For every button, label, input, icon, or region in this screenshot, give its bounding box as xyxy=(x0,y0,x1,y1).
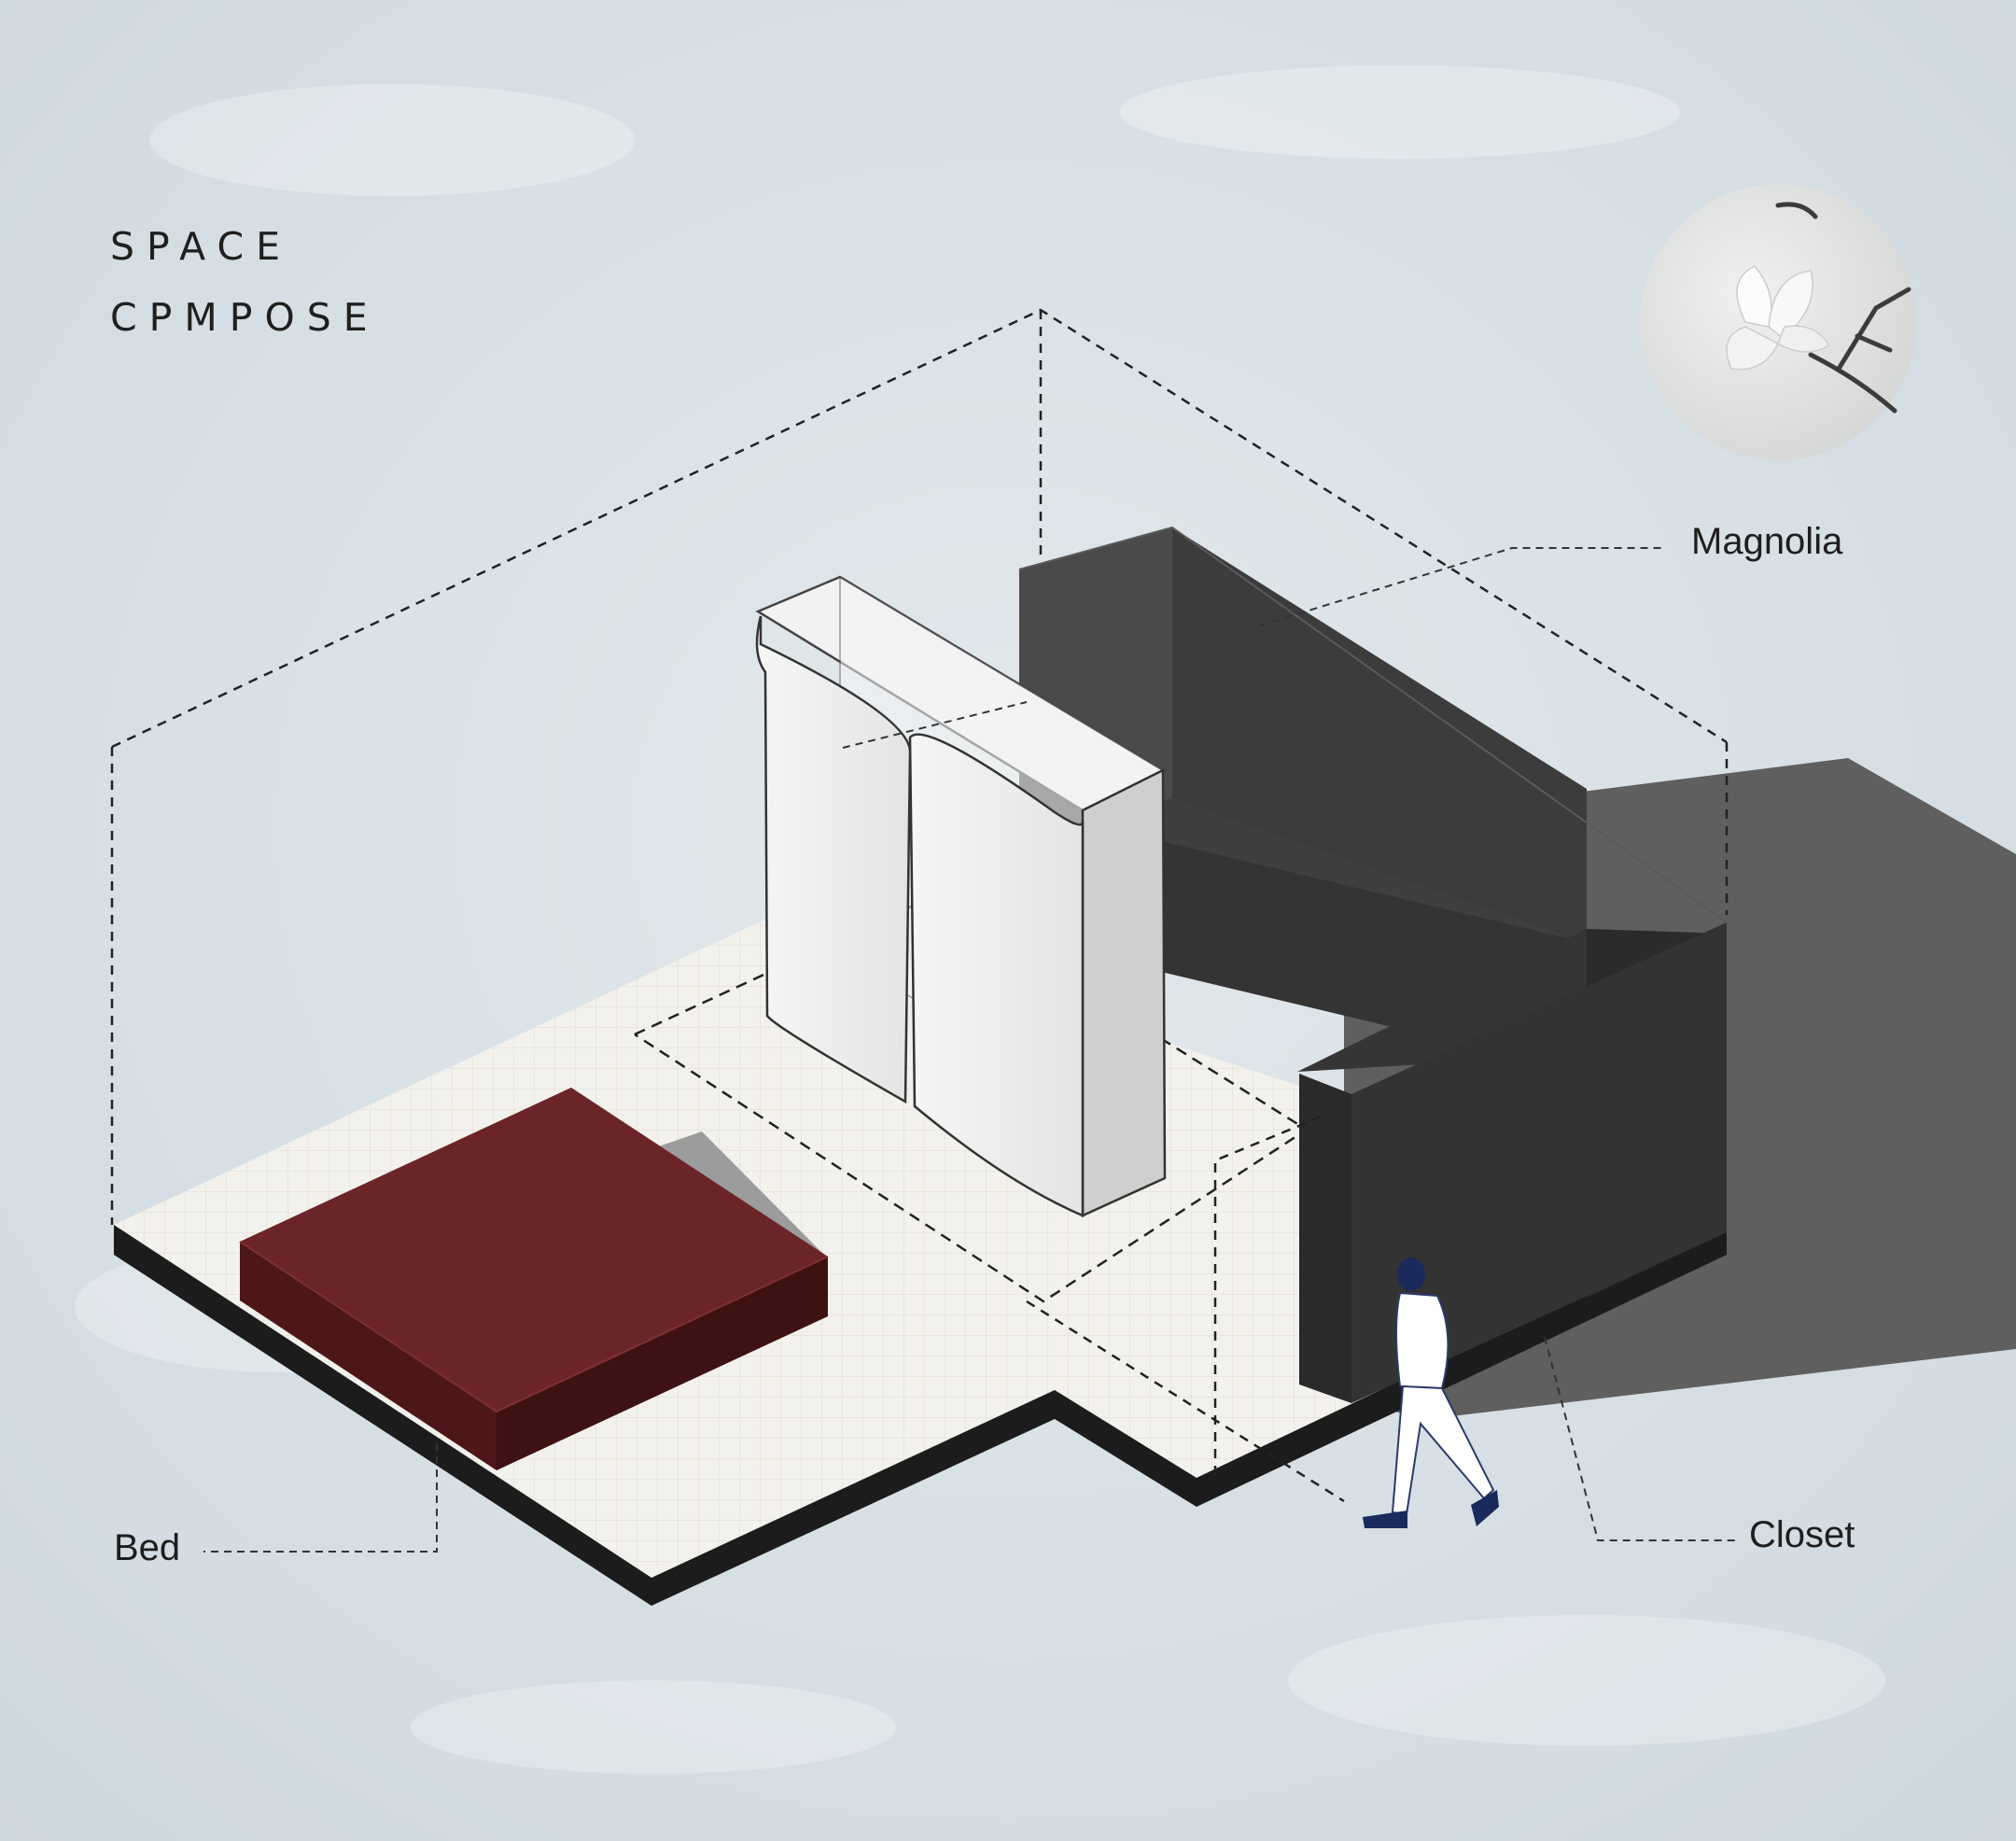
closet-edge-highlight xyxy=(1018,526,1728,923)
magnolia-leader-line xyxy=(1259,547,1661,626)
volume-outline-inner xyxy=(1213,1115,1323,1475)
closet-tall-face xyxy=(1351,922,1727,1403)
wardrobe xyxy=(755,575,1167,1217)
bed xyxy=(239,1088,829,1470)
title-line-2: CPMPOSE xyxy=(110,295,380,340)
bed-label: Bed xyxy=(114,1527,181,1568)
magnolia-plate xyxy=(1640,184,1916,460)
floor-edge-left xyxy=(114,1225,651,1606)
magnolia-label: Magnolia xyxy=(1691,521,1843,562)
wardrobe-door-left xyxy=(755,615,912,1104)
closet-leader-line xyxy=(1544,1336,1736,1541)
person-torso xyxy=(1395,1291,1449,1390)
background-texture xyxy=(75,65,1885,1774)
magnolia-petal-2 xyxy=(1768,270,1813,339)
magnolia-flower-icon xyxy=(1726,202,1911,414)
wardrobe-seam xyxy=(842,701,1028,749)
bed-top xyxy=(240,1088,828,1412)
closet-tall-front xyxy=(1299,1074,1351,1403)
person-head xyxy=(1397,1258,1425,1291)
volume-outline xyxy=(110,308,1729,1503)
bed-edge-highlight xyxy=(239,1241,829,1413)
wardrobe-right-face xyxy=(1081,767,1167,1217)
closet-label: Closet xyxy=(1749,1514,1855,1555)
floor-edge-step xyxy=(1055,1390,1197,1507)
bed-leader-line xyxy=(203,1443,438,1553)
volume-outline-floor-diag xyxy=(1026,1300,1345,1503)
person-shoe-left xyxy=(1363,1511,1407,1528)
magnolia-petal-4 xyxy=(1777,325,1831,353)
wardrobe-door-right xyxy=(908,733,1085,1217)
bed-side-right xyxy=(497,1257,828,1470)
person-shoe-right xyxy=(1471,1490,1499,1526)
magnolia-branch xyxy=(1775,202,1911,414)
floor-edge-front xyxy=(651,1390,1055,1606)
bed-side-left xyxy=(240,1242,497,1470)
title-line-1: SPACE xyxy=(110,224,292,269)
floor-edge-right xyxy=(1197,1225,1727,1507)
magnolia-petal-3 xyxy=(1726,326,1779,371)
leader-lines xyxy=(203,547,1736,1553)
walking-person-icon xyxy=(1363,1258,1499,1528)
